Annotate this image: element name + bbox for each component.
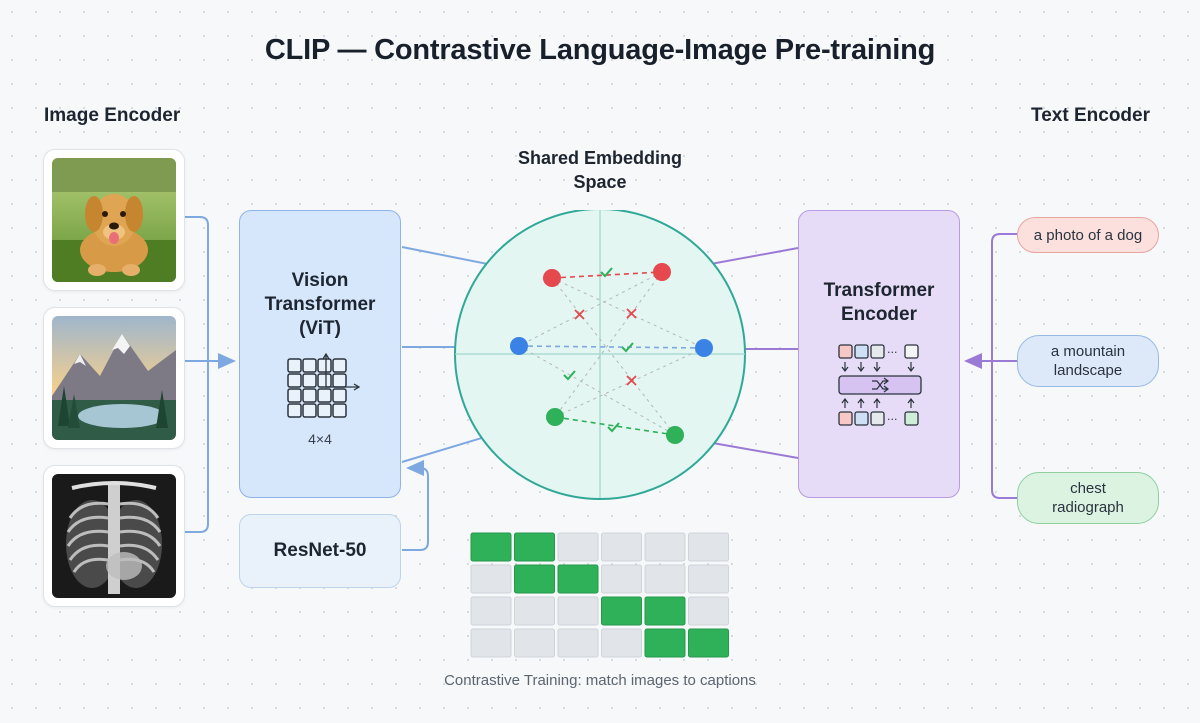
matrix-cell (557, 596, 599, 626)
diagram-caption: Contrastive Training: match images to ca… (444, 672, 756, 689)
transformer-encoder-box: Transformer Encoder ··· ··· (798, 210, 960, 498)
matrix-cell (601, 628, 642, 658)
text-embedding-xray (666, 426, 684, 444)
caption-pill-mountain: a mountain landscape (1017, 335, 1159, 387)
text-embedding-dog (653, 263, 671, 281)
embedding-space (454, 210, 746, 500)
image-embedding-dog (543, 269, 561, 287)
matrix-cell-match (688, 628, 729, 658)
image-card-dog (43, 149, 185, 291)
caption-pill-dog: a photo of a dog (1017, 217, 1159, 253)
svg-text:···: ··· (887, 346, 898, 359)
matrix-cell (470, 564, 512, 594)
contrastive-matrix (470, 532, 729, 658)
matrix-cell (514, 596, 555, 626)
image-embedding-mountain (510, 337, 528, 355)
xray-photo-icon (52, 474, 176, 598)
dog-photo-icon (52, 158, 176, 282)
matrix-cell-match (514, 532, 555, 562)
matrix-cell-match (601, 596, 642, 626)
patch-grid-icon (287, 353, 361, 418)
text-encoder-label: Text Encoder (1031, 105, 1150, 126)
matrix-cell (470, 628, 512, 658)
token-diagram-icon: ··· ··· (838, 344, 922, 426)
vit-title: Vision Transformer (ViT) (264, 270, 376, 339)
matrix-cell (514, 628, 555, 658)
matrix-cell-match (557, 564, 599, 594)
transformer-encoder-title: Transformer Encoder (823, 280, 935, 325)
matrix-cell (557, 532, 599, 562)
matrix-cell (688, 596, 729, 626)
patch-grid-label: 4×4 (308, 431, 332, 447)
image-card-xray (43, 465, 185, 607)
matrix-cell (644, 564, 686, 594)
image-embedding-xray (546, 408, 564, 426)
matrix-cell (644, 532, 686, 562)
matrix-cell-match (470, 532, 512, 562)
matrix-cell (601, 532, 642, 562)
caption-pill-xray: chest radiograph (1017, 472, 1159, 524)
image-encoder-label: Image Encoder (44, 105, 181, 126)
matrix-cell (557, 628, 599, 658)
svg-text:···: ··· (887, 413, 898, 426)
mountain-photo-icon (52, 316, 176, 440)
matrix-cell-match (644, 628, 686, 658)
text-embedding-mountain (695, 339, 713, 357)
matrix-cell-match (644, 596, 686, 626)
matrix-cell (470, 596, 512, 626)
embedding-title: Shared Embedding Space (517, 148, 683, 192)
vision-transformer-box: Vision Transformer (ViT) 4×4 (239, 210, 401, 498)
matrix-cell (688, 532, 729, 562)
matrix-cell (688, 564, 729, 594)
matrix-cell-match (514, 564, 555, 594)
matrix-cell (601, 564, 642, 594)
image-card-mountain (43, 307, 185, 449)
resnet-box: ResNet-50 (239, 514, 401, 588)
page-title: CLIP — Contrastive Language-Image Pre-tr… (264, 34, 936, 66)
